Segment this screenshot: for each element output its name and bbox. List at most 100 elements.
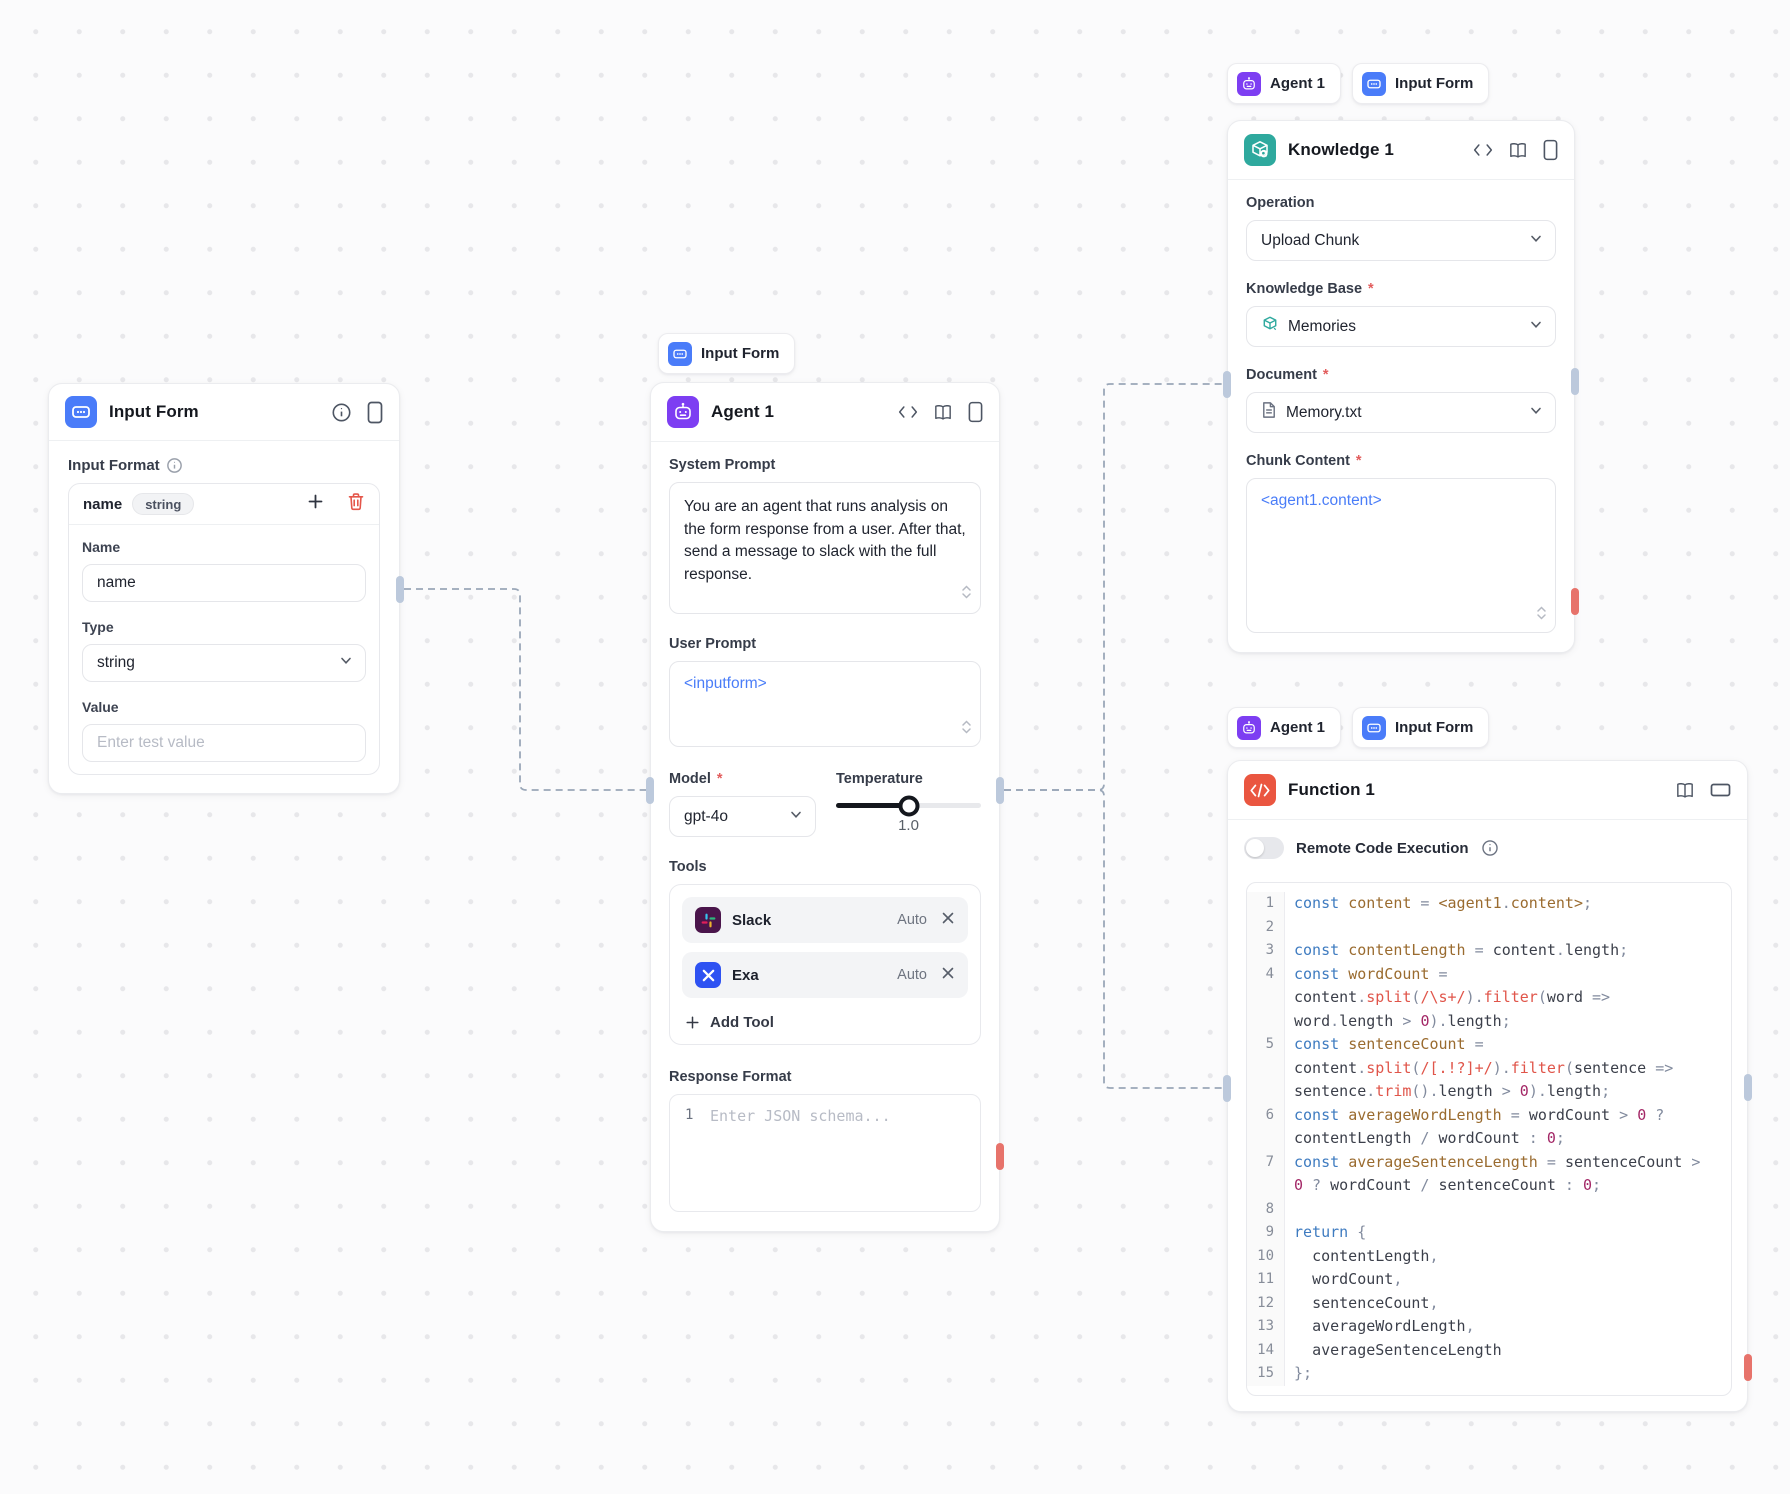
code-text: word.length > 0).length; bbox=[1294, 1011, 1511, 1030]
knowledge-node[interactable]: Knowledge 1 Operation Upload Chunk Knowl… bbox=[1227, 120, 1575, 653]
operation-select[interactable]: Upload Chunk bbox=[1246, 220, 1556, 261]
input-handle[interactable] bbox=[646, 777, 654, 804]
panel-icon[interactable] bbox=[1710, 783, 1731, 797]
input-form-node[interactable]: Input Form Input Format name string Name… bbox=[48, 383, 400, 794]
output-handle[interactable] bbox=[1571, 368, 1579, 395]
code-text: return { bbox=[1294, 1223, 1367, 1241]
type-select[interactable]: string bbox=[82, 644, 366, 682]
docs-icon[interactable] bbox=[1508, 141, 1528, 160]
line-number bbox=[1247, 1056, 1285, 1080]
code-line: 11 wordCount, bbox=[1247, 1268, 1731, 1292]
info-icon[interactable] bbox=[1481, 839, 1499, 857]
document-select[interactable]: Memory.txt bbox=[1246, 392, 1556, 433]
resize-icon[interactable] bbox=[961, 720, 972, 739]
chevron-down-icon bbox=[1529, 403, 1543, 422]
knowledge-base-label: Knowledge Base bbox=[1246, 281, 1363, 297]
code-line: 14 averageSentenceLength bbox=[1247, 1338, 1731, 1362]
knowledge-base-select[interactable]: Memories bbox=[1246, 306, 1556, 347]
add-field-icon[interactable] bbox=[307, 493, 324, 515]
chip-label: Agent 1 bbox=[1270, 75, 1326, 92]
remote-code-toggle[interactable] bbox=[1244, 837, 1284, 859]
remove-tool-icon[interactable] bbox=[941, 966, 955, 985]
input-handle[interactable] bbox=[1223, 371, 1231, 398]
chip-label: Input Form bbox=[1395, 75, 1474, 92]
line-number: 4 bbox=[1247, 962, 1285, 986]
code-view-icon[interactable] bbox=[1473, 142, 1493, 158]
chevron-down-icon bbox=[1529, 231, 1543, 250]
code-text: const averageWordLength = wordCount > 0 … bbox=[1294, 1105, 1665, 1124]
chevron-down-icon bbox=[1529, 317, 1543, 336]
user-prompt-textarea[interactable]: <inputform> bbox=[669, 661, 981, 747]
wire-agent-to-knowledge bbox=[1004, 383, 1223, 791]
code-line: 7 const averageSentenceLength = sentenceC… bbox=[1247, 1150, 1731, 1174]
node-reference-chip[interactable]: Input Form bbox=[1352, 707, 1490, 748]
add-tool-button[interactable]: Add Tool bbox=[682, 1007, 968, 1032]
chevron-down-icon bbox=[339, 654, 353, 673]
line-number: 11 bbox=[1247, 1268, 1285, 1292]
wire-agent-to-function bbox=[1004, 789, 1223, 1089]
code-text: const averageSentenceLength = sentenceCo… bbox=[1294, 1152, 1701, 1171]
code-line: word.length > 0).length; bbox=[1247, 1009, 1731, 1033]
output-handle[interactable] bbox=[1744, 1074, 1752, 1101]
line-number: 9 bbox=[1247, 1221, 1285, 1245]
chunk-content-textarea[interactable]: <agent1.content> bbox=[1246, 478, 1556, 633]
node-reference-chip[interactable]: Input Form bbox=[1352, 63, 1490, 104]
input-handle[interactable] bbox=[1223, 1075, 1231, 1102]
agent-icon bbox=[667, 396, 699, 428]
tool-name: Slack bbox=[732, 911, 772, 929]
output-handle[interactable] bbox=[996, 777, 1004, 804]
info-icon[interactable] bbox=[166, 457, 183, 474]
tool-row-slack[interactable]: Slack Auto bbox=[682, 897, 968, 943]
system-prompt-textarea[interactable]: You are an agent that runs analysis on t… bbox=[669, 482, 981, 614]
code-text: wordCount, bbox=[1312, 1270, 1403, 1288]
document-label: Document bbox=[1246, 367, 1317, 383]
remove-tool-icon[interactable] bbox=[941, 911, 955, 930]
tool-mode-badge[interactable]: Auto bbox=[897, 967, 927, 983]
output-handle[interactable] bbox=[396, 576, 404, 603]
error-handle[interactable] bbox=[1571, 588, 1579, 615]
line-number: 7 bbox=[1247, 1150, 1285, 1174]
resize-icon[interactable] bbox=[961, 584, 972, 607]
code-text bbox=[1285, 916, 1731, 940]
code-line: contentLength / wordCount : 0; bbox=[1247, 1127, 1731, 1151]
resize-icon[interactable] bbox=[1536, 606, 1547, 625]
error-handle[interactable] bbox=[1744, 1354, 1752, 1381]
code-line: 12 sentenceCount, bbox=[1247, 1291, 1731, 1315]
mobile-preview-icon[interactable] bbox=[367, 401, 383, 424]
info-icon[interactable] bbox=[331, 402, 352, 423]
tools-label: Tools bbox=[669, 859, 707, 875]
temperature-slider[interactable] bbox=[836, 795, 981, 816]
slider-knob[interactable] bbox=[898, 795, 919, 816]
value-input[interactable]: Enter test value bbox=[82, 724, 366, 762]
node-reference-chip[interactable]: Agent 1 bbox=[1227, 707, 1342, 748]
tool-mode-badge[interactable]: Auto bbox=[897, 912, 927, 928]
mobile-preview-icon[interactable] bbox=[1543, 139, 1558, 161]
docs-icon[interactable] bbox=[933, 403, 953, 422]
agent-node[interactable]: Agent 1 System Prompt You are an agent t… bbox=[650, 382, 1000, 1232]
model-select[interactable]: gpt-4o bbox=[669, 796, 816, 837]
node-reference-chip[interactable]: Input Form bbox=[658, 333, 796, 374]
name-input[interactable]: name bbox=[82, 564, 366, 602]
node-reference-chip[interactable]: Agent 1 bbox=[1227, 63, 1342, 104]
error-handle[interactable] bbox=[996, 1143, 1004, 1170]
response-format-editor[interactable]: 1 Enter JSON schema... bbox=[669, 1094, 981, 1212]
docs-icon[interactable] bbox=[1675, 781, 1695, 800]
node-title: Knowledge 1 bbox=[1288, 140, 1394, 159]
line-number: 2 bbox=[1247, 915, 1285, 939]
code-text: 0 ? wordCount / sentenceCount : 0; bbox=[1294, 1176, 1602, 1194]
chip-label: Input Form bbox=[1395, 719, 1474, 736]
code-line: 10 contentLength, bbox=[1247, 1244, 1731, 1268]
agent-reference-chips: Input Form bbox=[658, 333, 796, 374]
code-text: contentLength / wordCount : 0; bbox=[1294, 1129, 1565, 1147]
mobile-preview-icon[interactable] bbox=[968, 401, 983, 423]
code-line: 15}; bbox=[1247, 1362, 1731, 1386]
delete-field-icon[interactable] bbox=[347, 492, 365, 516]
code-view-icon[interactable] bbox=[898, 404, 918, 420]
chip-label: Agent 1 bbox=[1270, 719, 1326, 736]
line-number: 15 bbox=[1247, 1362, 1285, 1386]
